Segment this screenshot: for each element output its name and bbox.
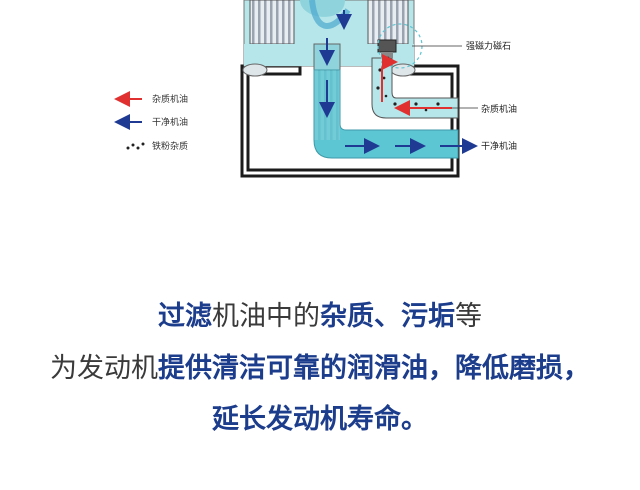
caption-text: 机油中的 — [212, 301, 320, 332]
gasket-right — [390, 63, 416, 77]
callout-magnet: 强磁力磁石 — [466, 40, 511, 52]
dirty-oil-channel — [371, 57, 459, 119]
caption-line-2: 为发动机提供清洁可靠的润滑油，降低磨损， — [0, 349, 640, 389]
legend: 杂质机油 干净机油 铁粉杂质 — [114, 91, 188, 152]
legend-label-dirty: 杂质机油 — [152, 93, 188, 105]
caption-line-3: 延长发动机寿命。 — [0, 400, 640, 440]
callouts: 强磁力磁石 杂质机油 干净机油 — [412, 40, 517, 154]
caption-line-1: 过滤机油中的杂质、污垢等 — [0, 297, 640, 337]
gasket-left — [242, 63, 268, 77]
engine-block — [240, 64, 460, 178]
legend-label-clean: 干净机油 — [152, 116, 188, 128]
caption-highlight: 杂质、污垢 — [320, 301, 455, 332]
filter-element-right — [367, 0, 409, 45]
dirty-flow-arrow-2 — [381, 54, 398, 102]
legend-particles-icon — [126, 142, 145, 150]
legend-label-particles: 铁粉杂质 — [152, 140, 188, 152]
caption-text: 为发动机 — [50, 353, 158, 384]
flow-arrows — [319, 10, 452, 154]
callout-clean-oil: 干净机油 — [481, 140, 517, 152]
caption-highlight: 过滤 — [158, 301, 212, 332]
caption-highlight: 提供清洁可靠的润滑油，降低磨损， — [158, 353, 590, 384]
caption-text: 等 — [455, 301, 482, 332]
caption-highlight: 延长发动机寿命。 — [212, 404, 428, 435]
oil-filter-diagram: 强磁力磁石 杂质机油 干净机油 杂质机油 干净机油 铁粉杂质 — [114, 0, 517, 178]
callout-dirty-oil: 杂质机油 — [481, 103, 517, 115]
filter-element-left — [249, 0, 295, 45]
